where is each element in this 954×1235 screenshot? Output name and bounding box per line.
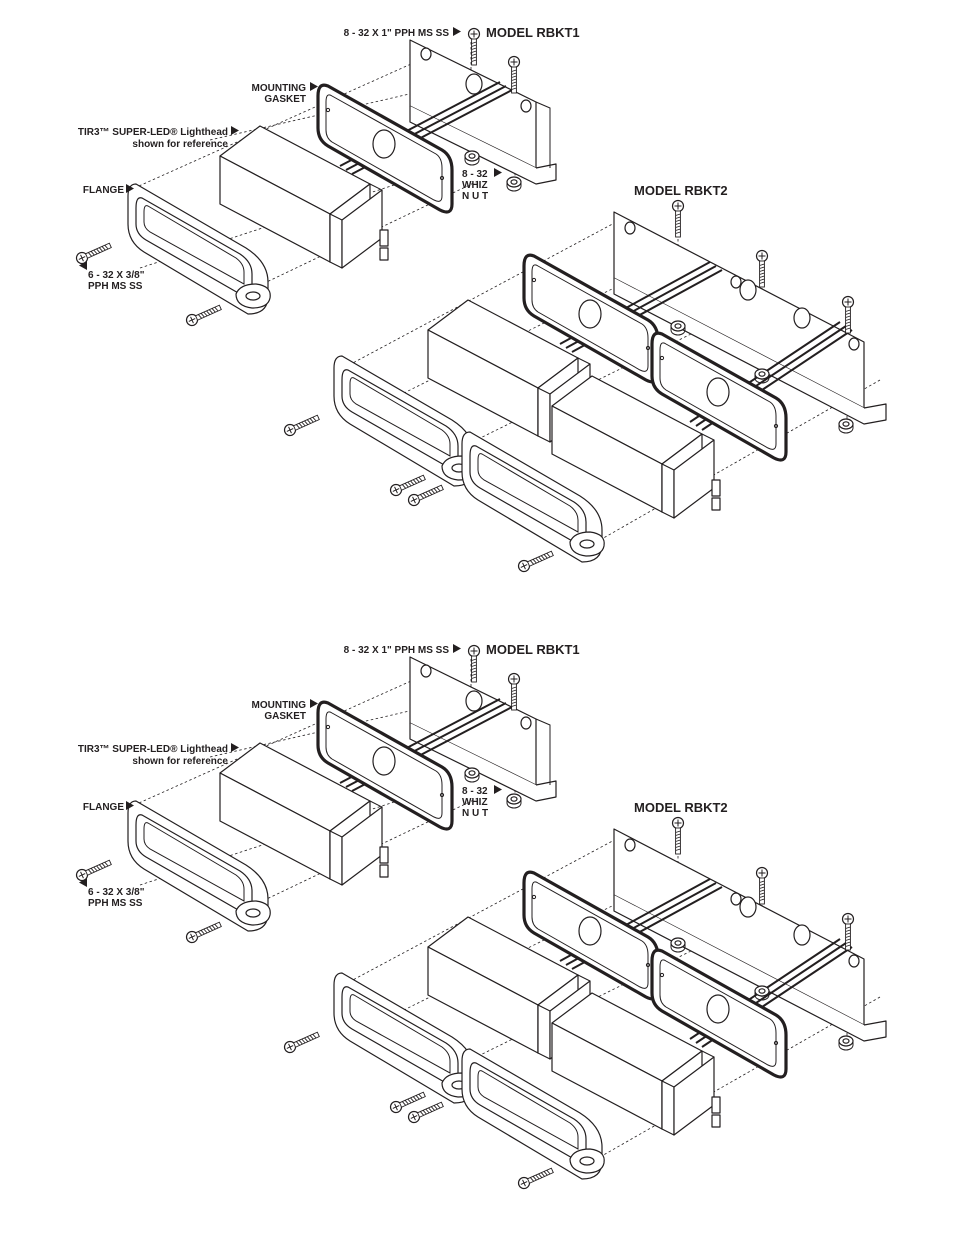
arrow-left-icon [79,878,87,887]
rbkt1-nut-1 [464,150,480,166]
label-lighthead: TIR3™ SUPER-LED® Lighthead [78,127,228,138]
rbkt2-flange-screw-4 [516,1164,556,1191]
rbkt2-flange-screw-4 [516,547,556,574]
label-nut-3: N U T [462,808,488,819]
label-gasket: GASKET [264,711,306,722]
rbkt2-nut-3 [838,418,854,434]
label-screw-8-32: 8 - 32 X 1" PPH MS SS [344,645,450,656]
rbkt2-flange-screw-1 [282,1028,322,1055]
label-screw-6-32-2: PPH MS SS [88,281,143,292]
rbkt2-flange-screw-2 [388,471,428,498]
label-mounting: MOUNTING [252,700,307,711]
rbkt1-nut-1 [464,767,480,783]
rbkt2-screw-2 [755,866,769,905]
label-model-rbkt2: MODEL RBKT2 [634,183,728,198]
rbkt1-screw-2 [507,55,521,94]
rbkt1-screw-1 [467,27,481,66]
rbkt2-screw-1 [671,199,685,238]
rbkt2-screw-1 [671,816,685,855]
arrow-right-icon [231,126,239,135]
label-nut-2: WHIZ [462,180,488,191]
label-nut-3: N U T [462,191,488,202]
diagram-section-2: 8 - 32 X 1" PPH MS SS MODEL RBKT1 MOUNTI… [74,642,887,1191]
rbkt2-flange-screw-2 [388,1088,428,1115]
label-reference: shown for reference [132,756,228,767]
label-screw-8-32: 8 - 32 X 1" PPH MS SS [344,28,450,39]
label-model-rbkt2: MODEL RBKT2 [634,800,728,815]
rbkt1-flange-screw-1 [74,856,114,883]
arrow-right-icon [310,699,318,708]
rbkt1-flange-screw-2 [184,301,224,328]
arrow-right-icon [453,644,461,653]
arrow-right-icon [453,27,461,36]
arrow-right-icon [231,743,239,752]
rbkt2-screw-2 [755,249,769,288]
arrow-right-icon [494,785,502,794]
label-flange: FLANGE [83,185,124,196]
rbkt1-screw-1 [467,644,481,683]
label-nut-2: WHIZ [462,797,488,808]
arrow-right-icon [310,82,318,91]
rbkt2-nut-1 [670,320,686,336]
diagram-section-1: 8 - 32 X 1" PPH MS SS MODEL RBKT1 MOUNTI… [74,25,887,574]
arrow-right-icon [126,801,134,810]
arrow-right-icon [126,184,134,193]
label-screw-6-32-2: PPH MS SS [88,898,143,909]
label-nut-1: 8 - 32 [462,169,488,180]
rbkt2-nut-3 [838,1035,854,1051]
rbkt2-flange-screw-3 [406,1098,446,1125]
label-gasket: GASKET [264,94,306,105]
label-screw-6-32-1: 6 - 32 X 3/8" [88,887,145,898]
rbkt1-flange-screw-1 [74,239,114,266]
rbkt2-nut-1 [670,937,686,953]
label-screw-6-32-1: 6 - 32 X 3/8" [88,270,145,281]
rbkt1-flange-screw-2 [184,918,224,945]
rbkt1-screw-2 [507,672,521,711]
label-lighthead: TIR3™ SUPER-LED® Lighthead [78,744,228,755]
rbkt1-nut-2 [506,176,522,192]
rbkt2-flange-screw-1 [282,411,322,438]
label-nut-1: 8 - 32 [462,786,488,797]
arrow-right-icon [494,168,502,177]
label-mounting: MOUNTING [252,83,307,94]
rbkt2-flange-screw-3 [406,481,446,508]
rbkt1-nut-2 [506,793,522,809]
label-reference: shown for reference [132,139,228,150]
label-model-rbkt1: MODEL RBKT1 [486,642,580,657]
label-flange: FLANGE [83,802,124,813]
arrow-left-icon [79,261,87,270]
label-model-rbkt1: MODEL RBKT1 [486,25,580,40]
